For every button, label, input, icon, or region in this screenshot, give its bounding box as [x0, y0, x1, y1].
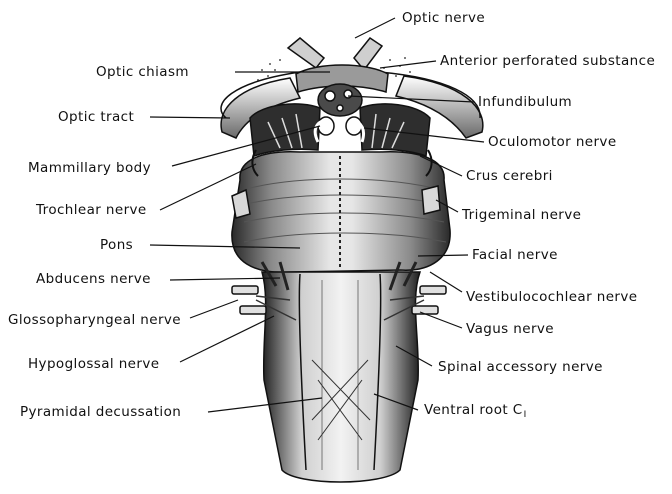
label-ventral-root-text: Ventral root C — [424, 402, 523, 418]
label-oculomotor-nerve: Oculomotor nerve — [488, 134, 617, 150]
pons-shape — [232, 152, 450, 272]
label-optic-tract: Optic tract — [58, 109, 134, 125]
label-ventral-root: Ventral root CI — [424, 402, 527, 423]
label-optic-nerve: Optic nerve — [402, 10, 485, 26]
label-facial-nerve: Facial nerve — [472, 247, 558, 263]
label-vagus-nerve: Vagus nerve — [466, 321, 554, 337]
medulla-shape — [262, 272, 420, 482]
label-pyramidal-decussation: Pyramidal decussation — [20, 404, 181, 420]
label-optic-chiasm: Optic chiasm — [96, 64, 189, 80]
label-vestibulocochlear-nerve: Vestibulocochlear nerve — [466, 289, 637, 305]
label-anterior-perforated-substance: Anterior perforated substance — [440, 53, 655, 69]
label-spinal-accessory-nerve: Spinal accessory nerve — [438, 359, 603, 375]
label-trochlear-nerve: Trochlear nerve — [36, 202, 147, 218]
label-pons: Pons — [100, 237, 133, 253]
label-hypoglossal-nerve: Hypoglossal nerve — [28, 356, 159, 372]
label-abducens-nerve: Abducens nerve — [36, 271, 151, 287]
label-infundibulum: Infundibulum — [478, 94, 572, 110]
label-glossopharyngeal-nerve: Glossopharyngeal nerve — [8, 312, 181, 328]
label-ventral-root-subscript: I — [524, 410, 527, 420]
label-crus-cerebri: Crus cerebri — [466, 168, 553, 184]
label-mammillary-body: Mammillary body — [28, 160, 151, 176]
label-trigeminal-nerve: Trigeminal nerve — [462, 207, 581, 223]
